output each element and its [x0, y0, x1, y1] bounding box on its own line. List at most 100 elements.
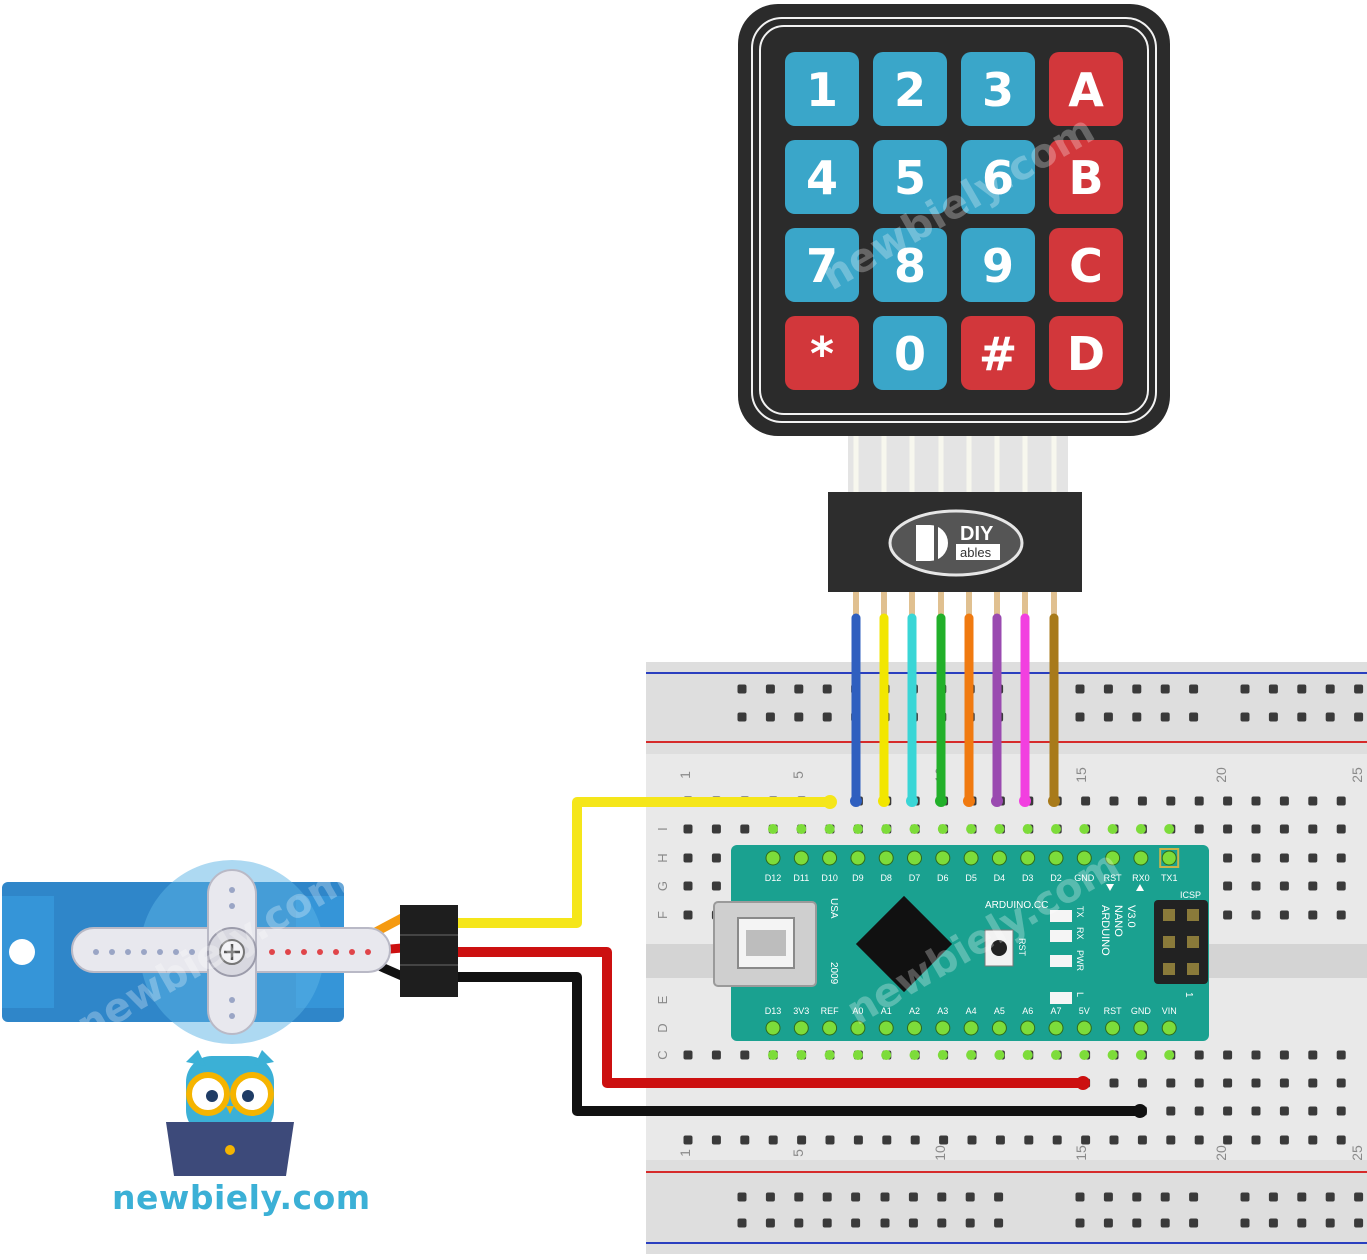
arduino-pin-bottom	[1048, 1020, 1064, 1036]
breadboard-hole	[1336, 1106, 1346, 1116]
breadboard-hole	[995, 1135, 1005, 1145]
breadboard-hole	[1336, 1050, 1346, 1060]
horn-hole	[189, 949, 195, 955]
breadboard-hole	[1251, 796, 1261, 806]
pin-label-top: D11	[793, 873, 809, 883]
servo-wires	[367, 795, 1147, 1118]
key-B: B	[1049, 140, 1123, 214]
key-label: D	[1067, 327, 1105, 381]
rail-hole	[1354, 712, 1364, 722]
pin-row-highlight	[909, 1050, 920, 1060]
label-model-3: V3.0	[1125, 905, 1137, 928]
arduino-pin-bottom	[1020, 1020, 1036, 1036]
horn-hole	[173, 949, 179, 955]
row-letter: F	[655, 911, 670, 919]
breadboard-hole	[1336, 1078, 1346, 1088]
horn-hole	[301, 949, 307, 955]
horn-hole	[365, 949, 371, 955]
breadboard-hole	[1109, 1078, 1119, 1088]
breadboard-hole	[853, 1135, 863, 1145]
rail-hole	[1268, 712, 1278, 722]
column-number: 20	[1213, 1145, 1229, 1161]
rail-hole	[1189, 712, 1199, 722]
servo-screw-cross	[224, 944, 240, 960]
label-pwr: PWR	[1075, 950, 1085, 971]
key-D: D	[1049, 316, 1123, 390]
rail-hole	[1160, 712, 1170, 722]
rail-hole	[1354, 1218, 1364, 1228]
key-face	[785, 52, 859, 126]
wire-ground-end	[1133, 1104, 1147, 1118]
breadboard-hole	[1279, 824, 1289, 834]
pin-label-bottom: RST	[1104, 1006, 1123, 1016]
rail-hole	[965, 1192, 975, 1202]
breadboard-hole	[683, 853, 693, 863]
breadboard-hole	[1308, 853, 1318, 863]
icsp-pin	[1163, 936, 1175, 948]
key-2: 2	[873, 52, 947, 126]
pin-marker-right	[1136, 884, 1144, 891]
led-rx	[1050, 930, 1072, 942]
arduino-pin-top	[1105, 850, 1121, 866]
breadboard-hole	[1166, 1135, 1176, 1145]
key-face	[961, 52, 1035, 126]
keypad-wires	[850, 592, 1060, 807]
breadboard-hole	[1223, 1106, 1233, 1116]
rail-hole	[851, 1192, 861, 1202]
breadboard-hole	[1308, 1135, 1318, 1145]
wire-signal-end	[823, 795, 837, 809]
row-letter: E	[655, 995, 670, 1004]
key-label: *	[810, 327, 834, 381]
pin-row-highlight	[881, 824, 892, 834]
horn-hole	[349, 949, 355, 955]
pin-label-bottom: A5	[994, 1006, 1005, 1016]
row-letter: D	[655, 1023, 670, 1032]
column-number: 5	[790, 1149, 806, 1157]
label-rx: RX	[1075, 927, 1085, 940]
keypad-border-outer	[751, 17, 1157, 423]
servo-mount-hole	[9, 939, 35, 965]
microcontroller-chip	[855, 895, 953, 993]
pin-label-top: D10	[821, 873, 838, 883]
breadboard-hole	[1194, 1050, 1204, 1060]
pin-row-highlight	[796, 1050, 807, 1060]
horn-hole	[125, 949, 131, 955]
key-face	[1049, 316, 1123, 390]
key-label: 0	[894, 327, 926, 381]
key-label: 3	[982, 63, 1014, 117]
label-icsp-num: 1	[1183, 992, 1194, 998]
key-C: C	[1049, 228, 1123, 302]
key-face	[785, 228, 859, 302]
tx1-pin-square	[1159, 848, 1180, 868]
breadboard-hole	[1251, 824, 1261, 834]
rail-hole	[937, 1218, 947, 1228]
keypad-wire-end	[1019, 795, 1031, 807]
breadboard-hole	[967, 1135, 977, 1145]
pin-label-bottom: A2	[909, 1006, 920, 1016]
breadboard-hole	[1279, 881, 1289, 891]
breadboard-hole	[1052, 1135, 1062, 1145]
key-label: 4	[806, 151, 838, 205]
owl-ear-right	[254, 1050, 274, 1066]
key-face	[1049, 228, 1123, 302]
arduino-pin-top	[793, 850, 809, 866]
pin-label-top: GND	[1074, 873, 1095, 883]
breadboard-hole	[1166, 796, 1176, 806]
pin-row-highlight	[852, 1050, 863, 1060]
pin-row-highlight	[966, 824, 977, 834]
pin-label-bottom: A6	[1022, 1006, 1033, 1016]
rail-hole	[1325, 712, 1335, 722]
rail-hole	[822, 684, 832, 694]
breadboard-hole	[740, 1050, 750, 1060]
newbiely-owl-logo	[166, 1050, 294, 1176]
servo-motor	[2, 860, 391, 1044]
brand-text: newbiely.com	[112, 1178, 371, 1217]
pin-row-highlight	[768, 1050, 778, 1060]
rail-hole	[1075, 712, 1085, 722]
horn-hole	[229, 903, 235, 909]
pin-label-bottom: A7	[1050, 1006, 1061, 1016]
rail-hole	[1132, 1218, 1142, 1228]
servo-connector-housing	[400, 905, 458, 997]
pin-marker-left	[1106, 884, 1114, 891]
key-label: #	[979, 327, 1018, 381]
